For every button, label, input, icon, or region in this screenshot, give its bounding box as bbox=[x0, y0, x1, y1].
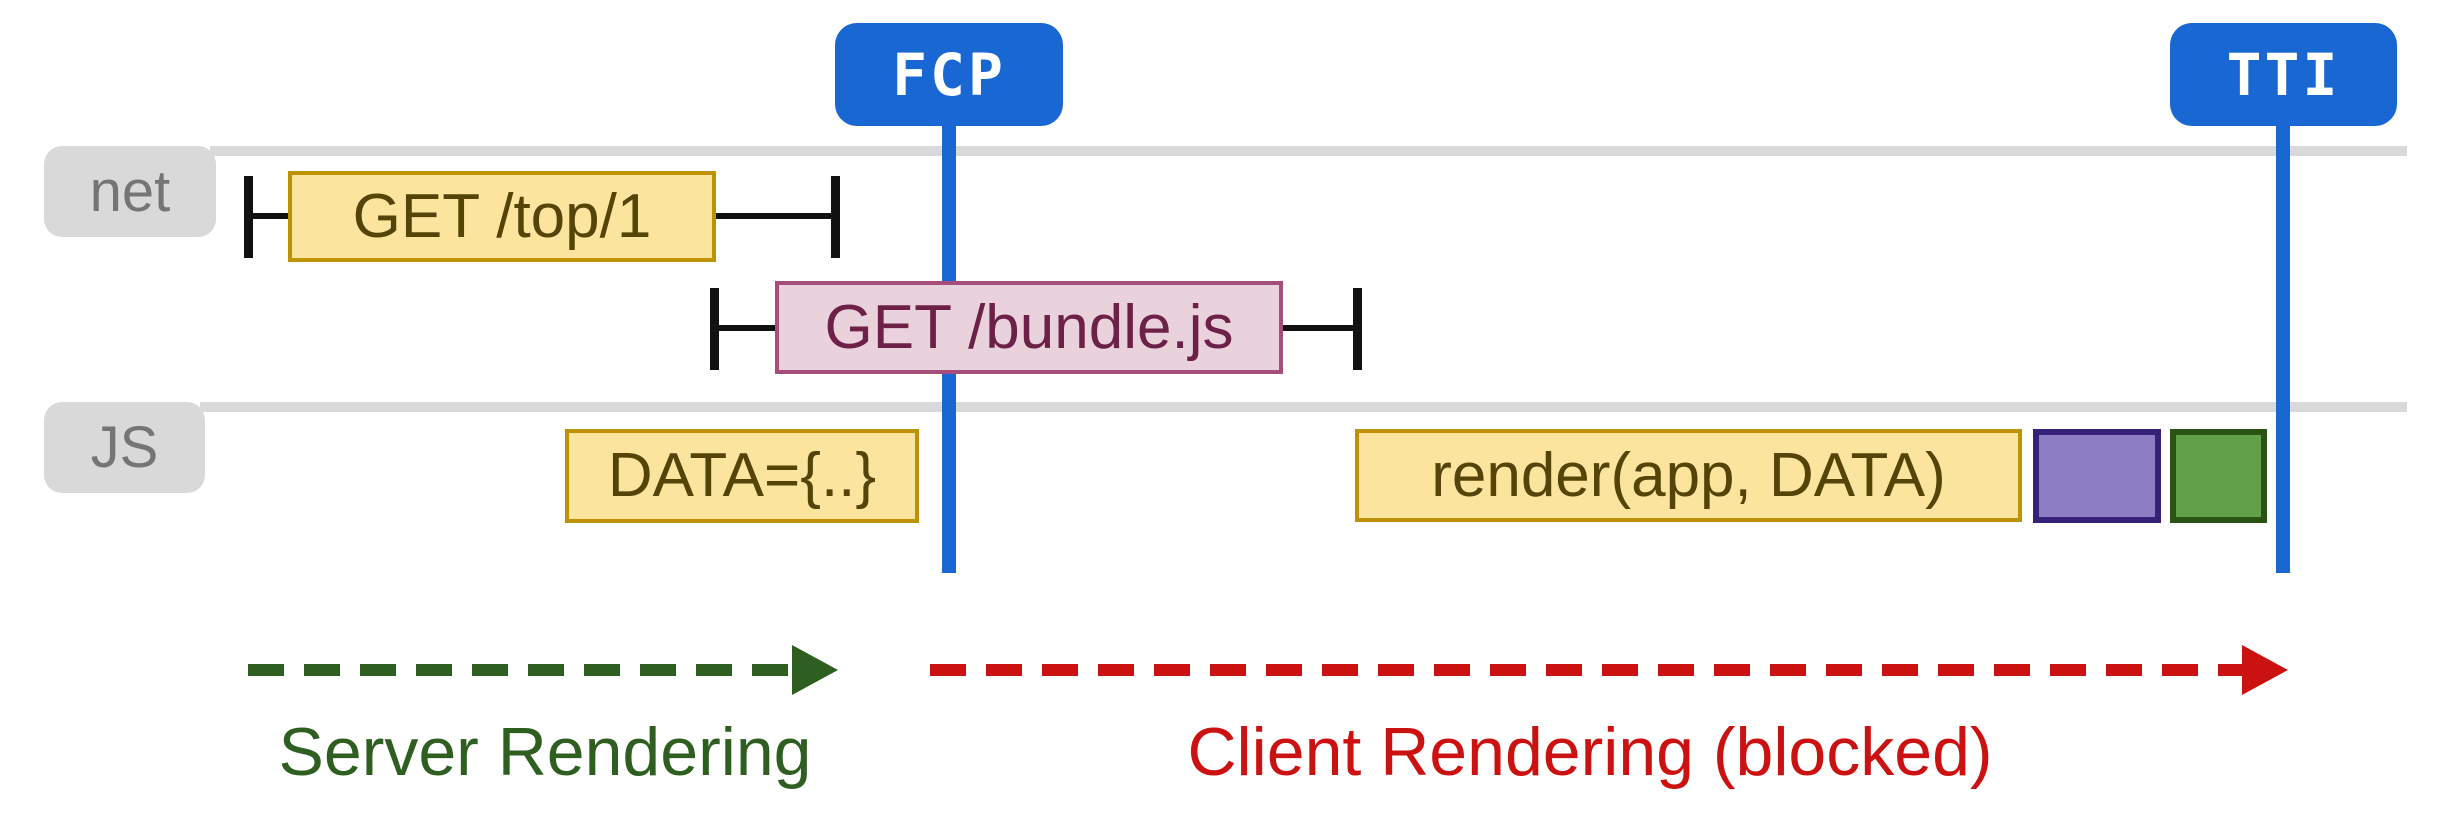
tti-badge: TTI bbox=[2170, 23, 2397, 126]
client-rendering-arrow bbox=[930, 664, 2244, 676]
bundle-request-start-tick bbox=[710, 288, 719, 370]
client-rendering-label: Client Rendering (blocked) bbox=[1187, 714, 1993, 790]
tti-marker-line bbox=[2276, 100, 2290, 573]
server-rendering-arrowhead-icon bbox=[792, 645, 838, 695]
net-lane-line bbox=[210, 146, 2407, 156]
server-rendering-arrow bbox=[248, 664, 796, 676]
client-rendering-arrowhead-icon bbox=[2242, 645, 2288, 695]
server-rendering-label: Server Rendering bbox=[278, 714, 812, 790]
render-task-bar: render(app, DATA) bbox=[1355, 429, 2022, 522]
net-lane-label: net bbox=[44, 146, 216, 237]
purple-task-bar bbox=[2033, 429, 2161, 523]
js-lane-label: JS bbox=[44, 402, 205, 493]
green-task-bar bbox=[2170, 429, 2267, 523]
js-lane-line bbox=[200, 402, 2407, 412]
fcp-badge: FCP bbox=[835, 23, 1063, 126]
top-request-start-tick bbox=[244, 176, 253, 258]
top-request-end-tick bbox=[831, 176, 840, 258]
data-task-bar: DATA={..} bbox=[565, 429, 919, 523]
top-request-bar: GET /top/1 bbox=[288, 171, 716, 262]
bundle-request-bar: GET /bundle.js bbox=[775, 281, 1283, 374]
bundle-request-end-tick bbox=[1353, 288, 1362, 370]
